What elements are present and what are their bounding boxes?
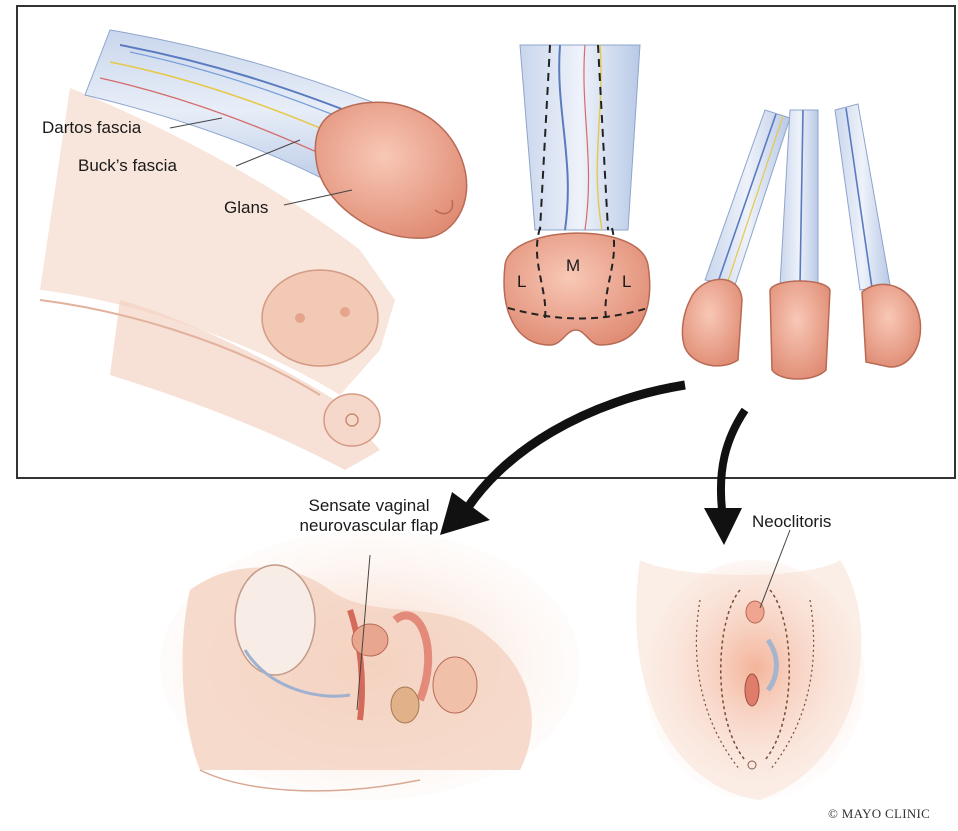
segment-middle-label: M [566, 256, 580, 276]
neoclitoris-label: Neoclitoris [752, 512, 831, 532]
flap-label-line2: neurovascular flap [276, 516, 462, 536]
segment-left-label: L [517, 272, 526, 292]
pelvis-sagittal-drawing [160, 530, 580, 800]
glans-label: Glans [224, 198, 268, 218]
vulva-drawing [636, 530, 865, 800]
flap-label: Sensate vaginal neurovascular flap [276, 496, 462, 535]
dartos-fascia-label: Dartos fascia [42, 118, 141, 138]
flap-label-line1: Sensate vaginal [276, 496, 462, 516]
bucks-fascia-label: Buck’s fascia [78, 156, 177, 176]
segment-right-label: L [622, 272, 631, 292]
copyright-text: © MAYO CLINIC [828, 806, 930, 822]
